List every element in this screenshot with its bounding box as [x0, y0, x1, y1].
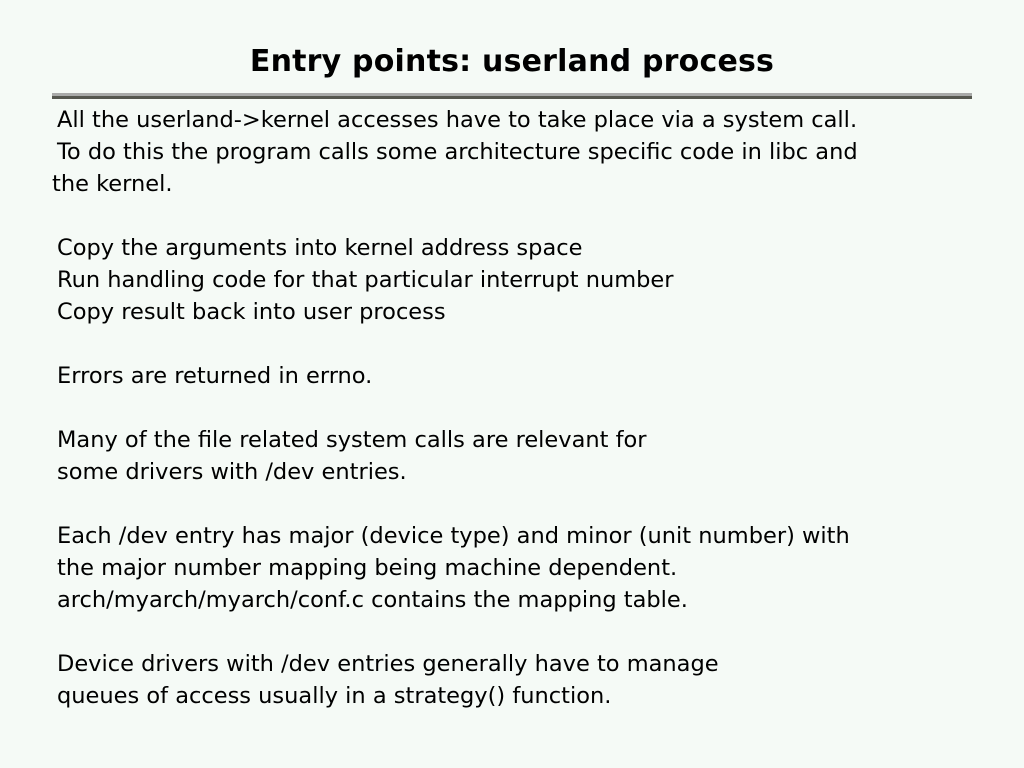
body-line: queues of access usually in a strategy()…: [57, 683, 612, 709]
body-line: some drivers with /dev entries.: [57, 459, 407, 485]
paragraph-spacer: [0, 488, 1024, 520]
paragraph-syscall-steps: Copy the arguments into kernel address s…: [0, 232, 1024, 328]
rule-shadow: [52, 96, 972, 99]
paragraph-file-syscalls: Many of the file related system calls ar…: [0, 424, 1024, 488]
paragraph-errors: Errors are returned in errno.: [0, 360, 1024, 392]
body-line: arch/myarch/myarch/conf.c contains the m…: [57, 587, 688, 613]
paragraph-spacer: [0, 200, 1024, 232]
body-line: Many of the file related system calls ar…: [57, 427, 647, 453]
rule-highlight: [52, 93, 972, 96]
paragraph-spacer: [0, 392, 1024, 424]
title-separator-rule: [52, 93, 972, 99]
body-line: Copy the arguments into kernel address s…: [57, 235, 583, 261]
paragraph-spacer: [0, 328, 1024, 360]
body-line: Run handling code for that particular in…: [57, 267, 674, 293]
body-line: Errors are returned in errno.: [57, 363, 373, 389]
body-line: Device drivers with /dev entries general…: [57, 651, 719, 677]
body-line: the major number mapping being machine d…: [57, 555, 678, 581]
paragraph-dev-entries: Each /dev entry has major (device type) …: [0, 520, 1024, 616]
slide-title: Entry points: userland process: [249, 44, 775, 79]
slide-body: All the userland->kernel accesses have t…: [0, 104, 1024, 712]
paragraph-syscall-intro: All the userland->kernel accesses have t…: [0, 104, 1024, 200]
body-line: To do this the program calls some archit…: [57, 139, 858, 165]
body-line: All the userland->kernel accesses have t…: [57, 107, 858, 133]
body-line: Each /dev entry has major (device type) …: [57, 523, 850, 549]
paragraph-spacer: [0, 616, 1024, 648]
paragraph-device-drivers: Device drivers with /dev entries general…: [0, 648, 1024, 712]
body-line: Copy result back into user process: [57, 299, 446, 325]
body-line: the kernel.: [52, 171, 173, 197]
